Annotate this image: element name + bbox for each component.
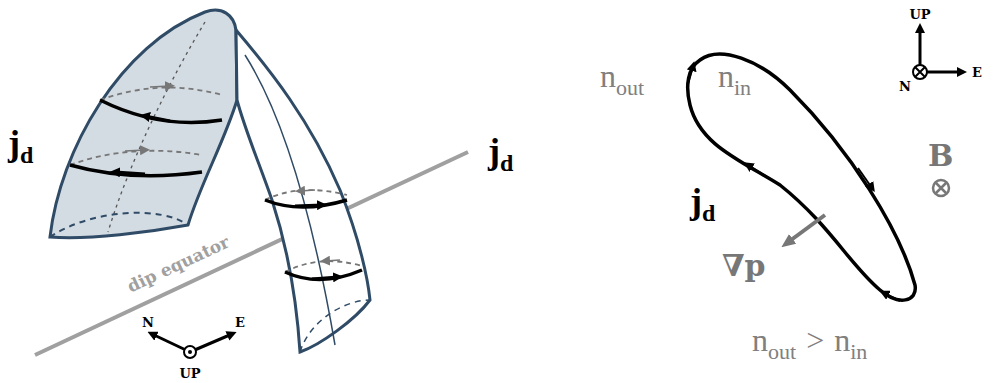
label: > (806, 322, 824, 359)
text-group: jd (690, 180, 715, 222)
label: UP (909, 7, 930, 22)
text-group: nout (600, 58, 644, 95)
text-group: jd (8, 122, 33, 164)
label: N (899, 79, 911, 94)
label: B (928, 138, 953, 173)
text-group: N (142, 315, 154, 330)
label: n (718, 58, 734, 95)
label: n (834, 322, 850, 359)
text-group: ∇p (722, 248, 766, 283)
label: E (972, 65, 982, 80)
subscript: d (20, 142, 33, 169)
text-group: jd (488, 130, 513, 172)
subscript: d (500, 150, 513, 177)
label: E (235, 315, 245, 330)
text-group: UP (909, 7, 930, 22)
text-group: nin (718, 58, 751, 95)
label: n (600, 58, 616, 95)
text-group: UP (179, 366, 200, 381)
label: ∇p (722, 248, 766, 283)
subscript: in (734, 75, 751, 101)
text-group: E (235, 315, 245, 330)
text-group: B (928, 138, 953, 173)
plume-white-limb (236, 30, 370, 352)
text-group: nout>nin (752, 322, 867, 359)
label: N (142, 315, 154, 330)
text-group: N (899, 79, 911, 94)
subscript: out (616, 75, 644, 101)
label: j (8, 122, 20, 164)
label: n (752, 322, 768, 359)
label: j (690, 180, 702, 222)
label: UP (179, 366, 200, 381)
subscript: in (850, 339, 867, 365)
plume-shaded-limb (50, 10, 237, 238)
text-group: E (972, 65, 982, 80)
subscript: d (702, 200, 715, 227)
subscript: out (768, 339, 796, 365)
label: j (488, 130, 500, 172)
current-loop (688, 54, 916, 300)
